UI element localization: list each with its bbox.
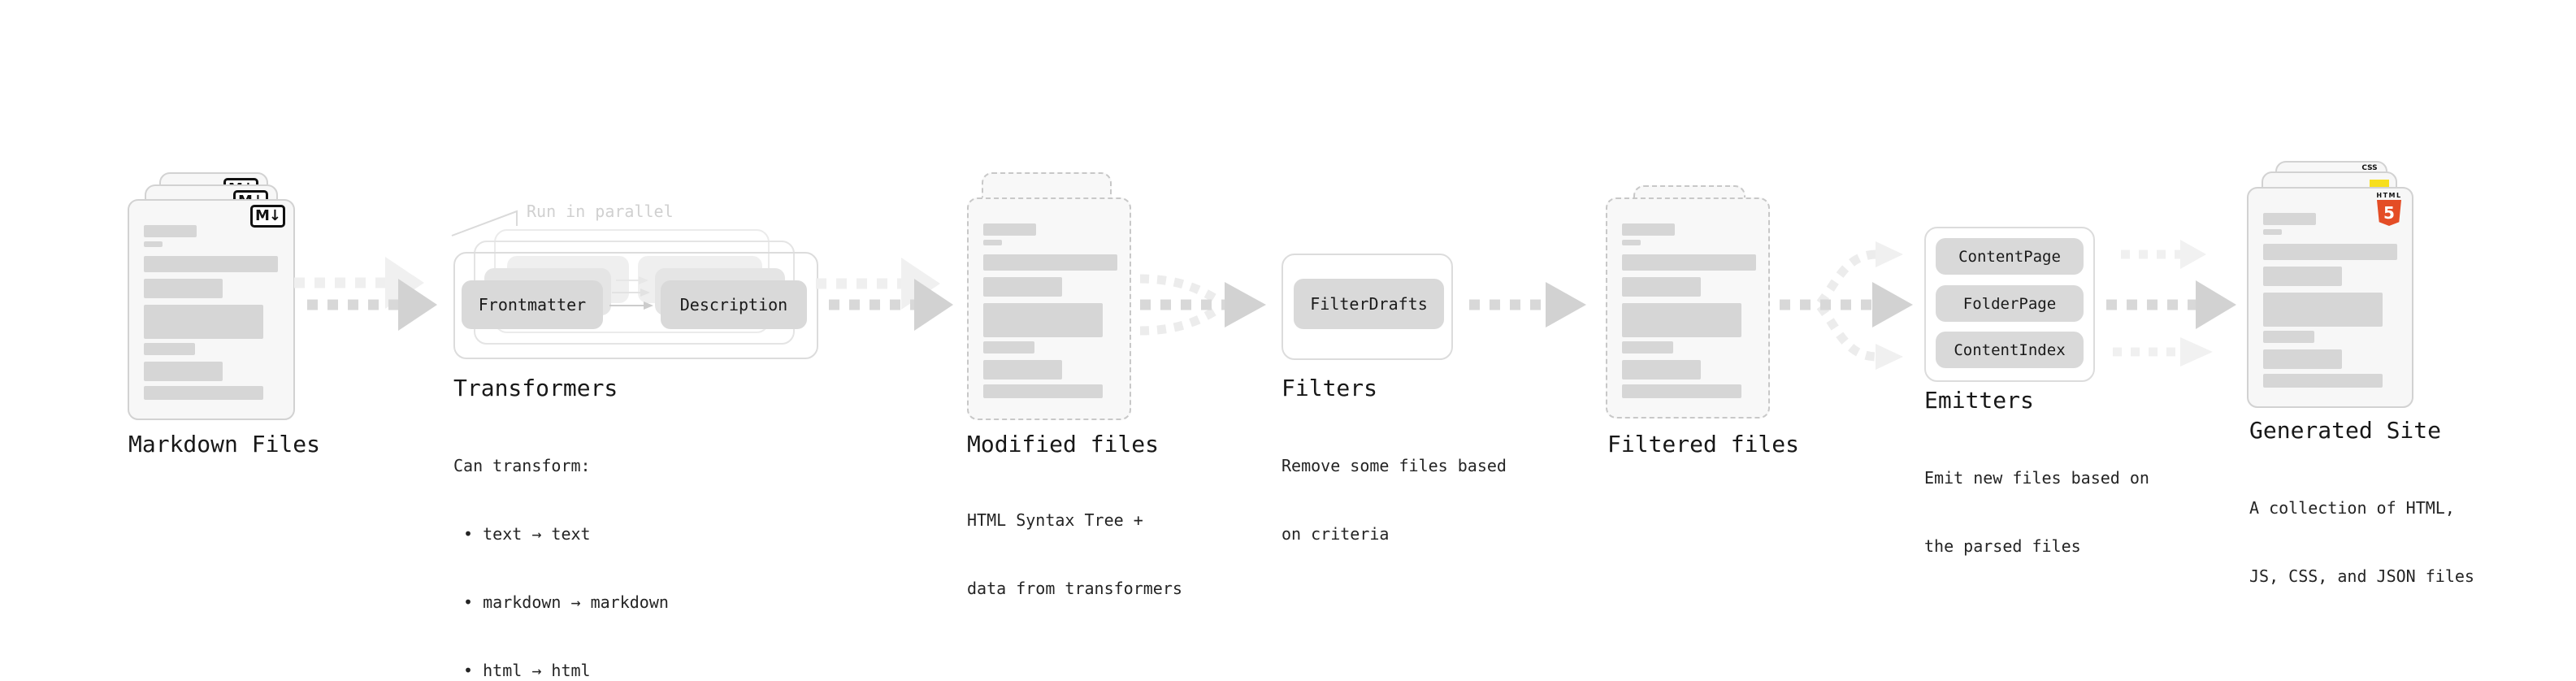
text-line	[983, 341, 1034, 354]
text-line	[2263, 244, 2397, 260]
text-line	[983, 277, 1062, 297]
folderpage-pill: FolderPage	[1936, 285, 2084, 322]
desc-line: HTML Syntax Tree +	[967, 510, 1143, 530]
filterdrafts-pill: FilterDrafts	[1294, 279, 1444, 329]
emitters-box: ContentPage FolderPage ContentIndex	[1924, 227, 2095, 382]
text-line	[983, 223, 1036, 236]
desc-line: A collection of HTML,	[2249, 498, 2455, 518]
text-line	[1622, 303, 1741, 337]
text-line	[144, 279, 223, 298]
document-sheet: HTML 5	[2247, 187, 2413, 408]
css-icon-label: CSS	[2361, 164, 2378, 172]
desc-line: Can transform:	[453, 456, 591, 475]
emitters-description: Emit new files based on the parsed files	[1924, 421, 2149, 603]
text-line-placeholders	[1607, 199, 1768, 417]
text-line-placeholders	[969, 199, 1130, 419]
text-line	[1622, 254, 1756, 271]
text-line-placeholders	[129, 201, 293, 419]
flow-arrow-fanout-to-emitters	[1780, 241, 1913, 370]
text-line	[983, 254, 1117, 271]
modified-files-description: HTML Syntax Tree + data from transformer…	[967, 463, 1182, 645]
desc-line: • text → text	[453, 524, 591, 544]
desc-line: on criteria	[1281, 524, 1390, 544]
text-line	[1622, 240, 1641, 245]
html5-icon-label: HTML	[2376, 192, 2402, 199]
text-line	[2263, 213, 2316, 225]
generated-site-description: A collection of HTML, JS, CSS, and JSON …	[2249, 451, 2474, 633]
html5-icon-shield: 5	[2377, 200, 2401, 226]
html5-file-icon: HTML 5	[2376, 192, 2402, 226]
text-line	[2263, 229, 2282, 235]
text-line	[1622, 360, 1701, 380]
transformers-description: Can transform: • text → text • markdown …	[453, 409, 669, 681]
markdown-icon: M↓	[250, 205, 285, 228]
text-line	[983, 384, 1103, 398]
text-line	[1622, 341, 1673, 354]
text-line	[144, 343, 195, 355]
transformers-title: Transformers	[453, 375, 618, 401]
flow-arrow-transformers-to-modified	[816, 258, 953, 331]
desc-line: Emit new files based on	[1924, 468, 2149, 488]
desc-line: • html → html	[453, 661, 591, 680]
text-line	[2263, 331, 2314, 343]
text-line	[2263, 267, 2342, 286]
document-sheet: M↓	[128, 199, 295, 420]
flow-arrow-merge-to-filters	[1139, 274, 1266, 336]
text-line	[2263, 374, 2383, 388]
desc-line: • markdown → markdown	[453, 592, 669, 612]
filtered-files-label: Filtered files	[1607, 431, 1800, 458]
filters-title: Filters	[1281, 375, 1378, 401]
text-line	[144, 305, 263, 339]
text-line	[1622, 223, 1675, 236]
text-line	[2263, 293, 2383, 327]
modified-files-label: Modified files	[967, 431, 1160, 458]
run-in-parallel-annotation: Run in parallel	[527, 202, 674, 221]
markdown-files-label: Markdown Files	[128, 431, 321, 458]
text-line	[983, 303, 1103, 337]
flow-arrow-filters-to-filtered	[1469, 282, 1586, 327]
flow-arrow-markdown-to-transformers	[294, 257, 437, 331]
text-line	[1622, 384, 1741, 398]
contentindex-pill: ContentIndex	[1936, 332, 2084, 368]
text-line	[144, 386, 263, 400]
contentpage-pill: ContentPage	[1936, 238, 2084, 275]
document-sheet	[967, 197, 1131, 420]
flow-arrows-emitters-to-site	[2106, 240, 2236, 367]
desc-line: data from transformers	[967, 579, 1182, 598]
annotation-leader-line	[451, 210, 518, 236]
filters-box: FilterDrafts	[1281, 254, 1453, 360]
text-line	[144, 241, 163, 247]
desc-line: Remove some files based	[1281, 456, 1507, 475]
transformer-card	[453, 252, 818, 359]
text-line	[144, 225, 197, 237]
generated-site-label: Generated Site	[2249, 417, 2442, 444]
parallel-mini-arrows	[609, 276, 653, 310]
frontmatter-pill: Frontmatter	[462, 280, 603, 329]
text-line	[144, 256, 278, 272]
description-pill: Description	[661, 280, 807, 329]
desc-line: JS, CSS, and JSON files	[2249, 566, 2474, 586]
text-line	[1622, 277, 1701, 297]
desc-line: the parsed files	[1924, 536, 2081, 556]
text-line	[144, 362, 223, 381]
text-line	[2263, 349, 2342, 369]
emitters-title: Emitters	[1924, 387, 2034, 414]
text-line-placeholders	[2249, 189, 2412, 406]
filters-description: Remove some files based on criteria	[1281, 409, 1507, 591]
text-line	[983, 360, 1062, 380]
document-sheet	[1606, 197, 1770, 419]
text-line	[983, 240, 1002, 245]
